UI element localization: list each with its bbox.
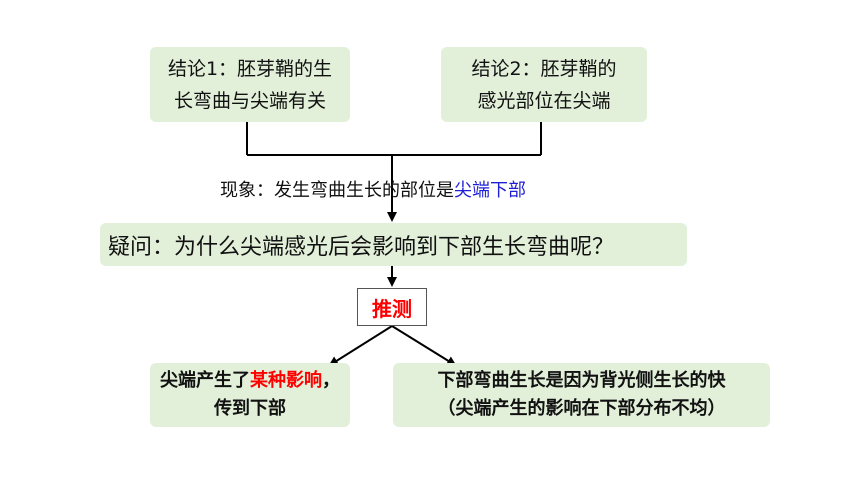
result-left-box: 尖端产生了某种影响， 传到下部 — [150, 363, 350, 427]
conclusion1-line1: 结论1：胚芽鞘的生 — [167, 57, 333, 80]
conclusion2-box: 结论2：胚芽鞘的 感光部位在尖端 — [441, 47, 647, 122]
result-left-highlight: 某种影响 — [250, 370, 322, 391]
result-left-part2: ， — [322, 370, 340, 391]
arrow-to-result-right — [391, 325, 457, 367]
result-right-box: 下部弯曲生长是因为背光侧生长的快 （尖端产生的影响在下部分布不均） — [393, 363, 770, 427]
question-box: 疑问：为什么尖端感光后会影响到下部生长弯曲呢？ — [100, 223, 687, 266]
phenomenon-prefix: 现象：发生弯曲生长的部位是 — [220, 180, 454, 201]
result-left-line1: 尖端产生了某种影响， — [160, 367, 340, 395]
hypothesis-label: 推测 — [372, 296, 412, 321]
phenomenon-highlight: 尖端下部 — [454, 180, 526, 201]
hypothesis-box: 推测 — [357, 288, 427, 326]
result-right-line2: （尖端产生的影响在下部分布不均） — [437, 398, 726, 419]
arrow-to-result-left — [328, 325, 393, 367]
result-left-line2: 传到下部 — [214, 398, 286, 419]
conclusion2-line2: 感光部位在尖端 — [477, 89, 611, 112]
question-text: 疑问：为什么尖端感光后会影响到下部生长弯曲呢？ — [108, 234, 615, 260]
result-left-part1: 尖端产生了 — [160, 370, 250, 391]
conclusion1-line2: 长弯曲与尖端有关 — [173, 89, 326, 112]
result-right-line1: 下部弯曲生长是因为背光侧生长的快 — [437, 370, 726, 391]
conclusion1-box: 结论1：胚芽鞘的生 长弯曲与尖端有关 — [150, 47, 350, 122]
phenomenon-text: 现象：发生弯曲生长的部位是尖端下部 — [220, 176, 526, 202]
conclusion2-line1: 结论2：胚芽鞘的 — [471, 57, 617, 80]
